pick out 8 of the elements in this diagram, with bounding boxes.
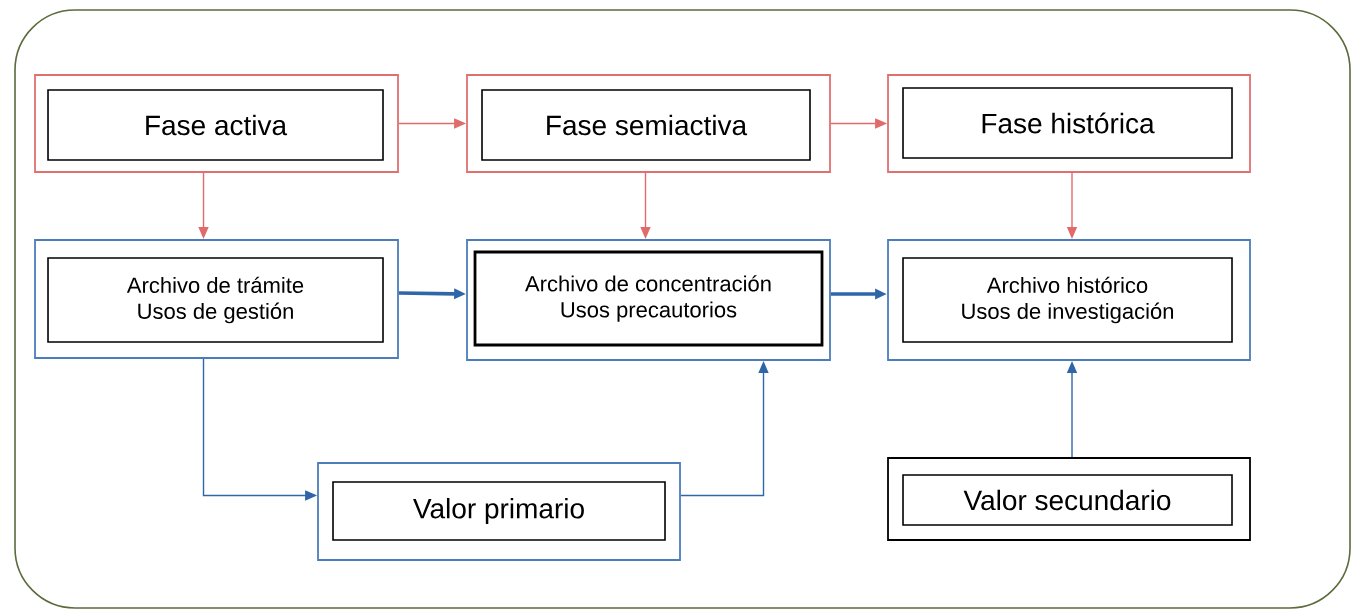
frame-box: Archivo histórico Usos de investigación xyxy=(887,239,1251,361)
frame-box: Valor secundario xyxy=(887,457,1251,541)
frame-box: Valor primario xyxy=(317,462,681,561)
frame-box: Archivo de trámite Usos de gestión xyxy=(34,239,399,359)
frame-box: Archivo de concentración Usos precautorios xyxy=(466,239,831,361)
frame-box: Fase histórica xyxy=(887,74,1251,173)
frame-box: Fase activa xyxy=(34,74,399,173)
frame-box: Fase semiactiva xyxy=(466,74,831,173)
